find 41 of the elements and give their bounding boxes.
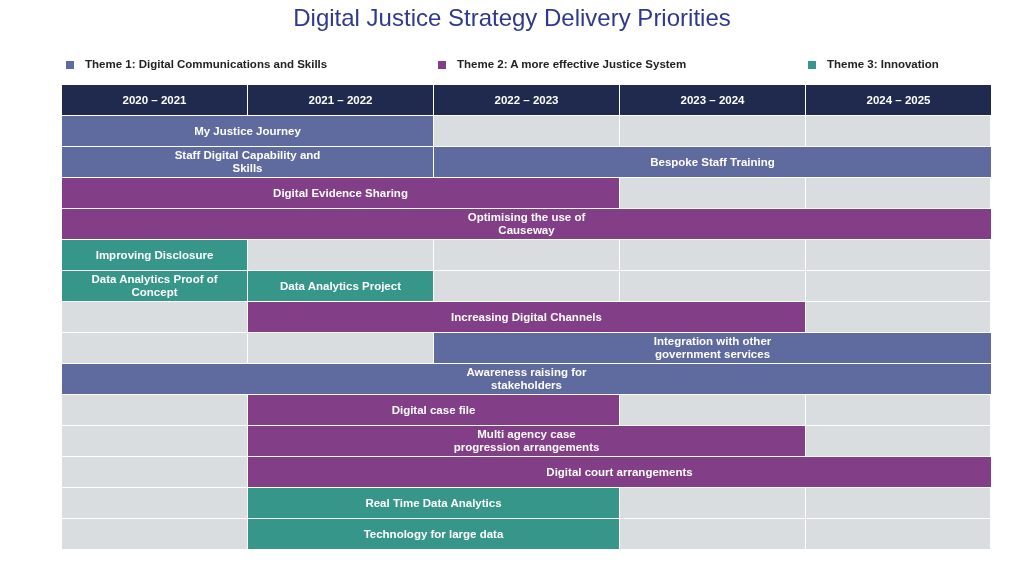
bar-label: Data Analytics Project (280, 279, 401, 293)
bar-label: Digital court arrangements (546, 465, 693, 479)
timeline-bar (62, 147, 433, 177)
timeline-bar (248, 488, 619, 518)
year-header: 2021 – 2022 (248, 85, 433, 115)
timeline-bar (248, 302, 805, 332)
timeline-bar (62, 364, 991, 394)
bar-label: Improving Disclosure (95, 248, 214, 262)
year-header: 2022 – 2023 (434, 85, 619, 115)
bar-label: Integration with other government services (652, 335, 773, 361)
bar-label: Data Analytics Proof of Concept (90, 273, 219, 299)
bar-label: Digital case file (391, 403, 476, 417)
bar-label: Technology for large data (363, 527, 504, 541)
bar-label: Increasing Digital Channels (451, 310, 602, 324)
timeline-bar (62, 178, 619, 208)
bar-label: Multi agency case progression arrangements (452, 428, 601, 454)
year-header: 2024 – 2025 (806, 85, 991, 115)
timeline-bar (248, 271, 433, 301)
timeline-bar (62, 240, 247, 270)
timeline-bar (62, 209, 991, 239)
timeline-bar (248, 395, 619, 425)
legend-text: Theme 3: Innovation (827, 58, 939, 70)
year-header: 2023 – 2024 (620, 85, 805, 115)
title: Digital Justice Strategy Delivery Priorities (292, 4, 732, 32)
bar-label: My Justice Journey (194, 124, 301, 138)
year-header: 2020 – 2021 (62, 85, 247, 115)
bar-label: Awareness raising for stakeholders (465, 366, 588, 392)
bar-label: Optimising the use of Causeway (466, 211, 587, 237)
timeline-bar (62, 116, 433, 146)
legend-text: Theme 1: Digital Communications and Skills (85, 58, 328, 70)
timeline-bar (248, 457, 991, 487)
timeline-bar (248, 426, 805, 456)
bar-label: Staff Digital Capability and Skills (173, 149, 322, 175)
bar-label: Real Time Data Analytics (365, 496, 502, 510)
timeline-bar (434, 147, 991, 177)
timeline-bar (62, 271, 247, 301)
timeline-bar (434, 333, 991, 363)
legend-text: Theme 2: A more effective Justice System (457, 58, 687, 70)
timeline-bar (248, 519, 619, 549)
bar-label: Bespoke Staff Training (650, 155, 775, 169)
bar-label: Digital Evidence Sharing (273, 186, 408, 200)
